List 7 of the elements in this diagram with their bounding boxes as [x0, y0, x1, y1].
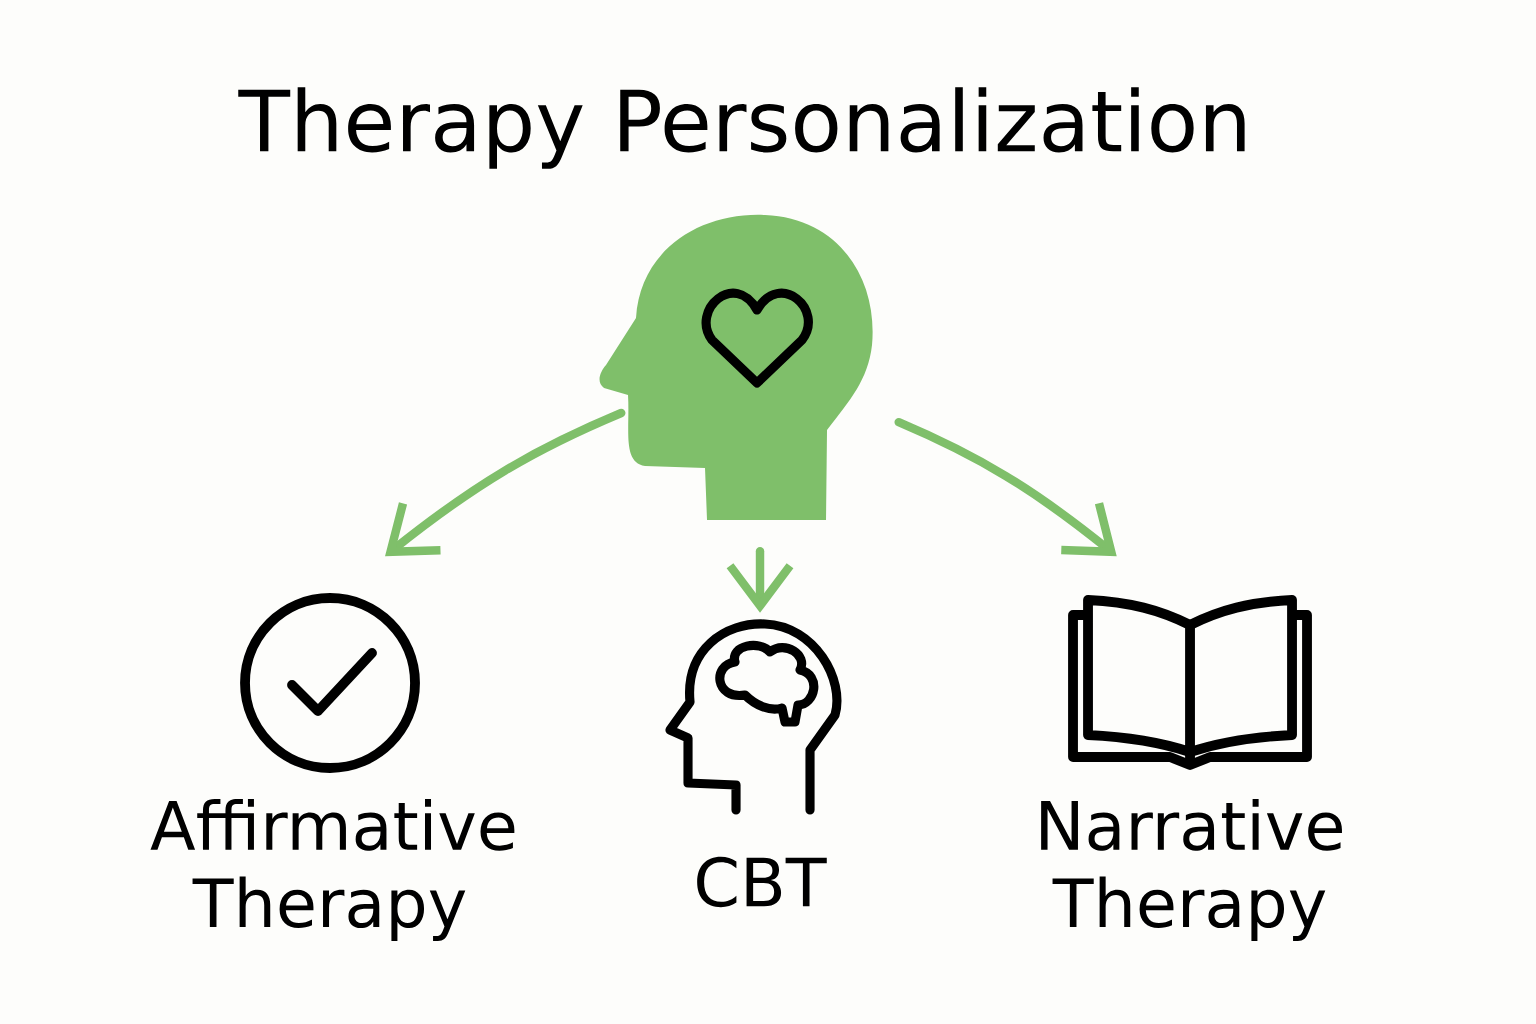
arrow — [385, 408, 626, 557]
title: Therapy Personalization — [238, 87, 1245, 169]
node-label: Affirmative Therapy — [150, 799, 515, 941]
arrow — [894, 417, 1117, 557]
node-label: CBT — [697, 856, 827, 908]
head-heart-drawing — [599, 215, 873, 520]
node-label: Narrative Therapy — [1041, 799, 1342, 941]
